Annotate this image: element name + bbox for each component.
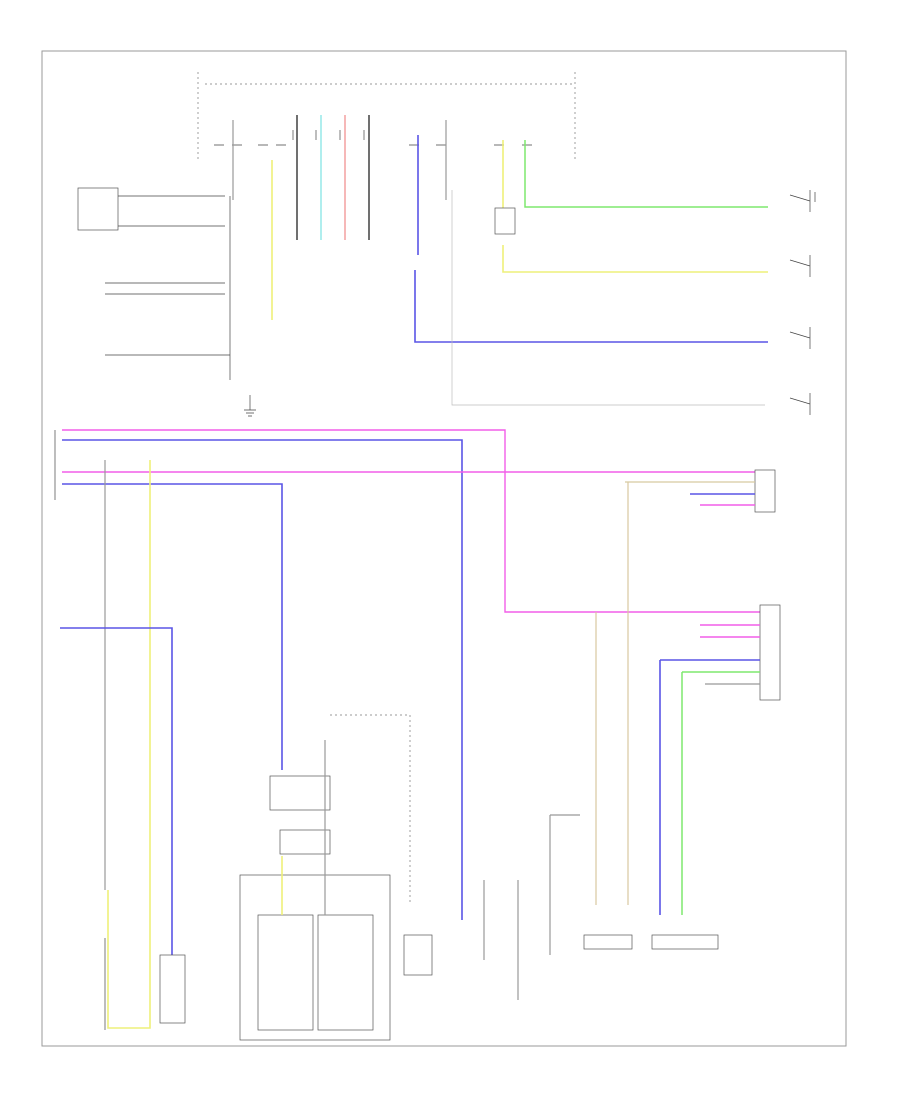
bottom-box-1 bbox=[403, 934, 433, 976]
left-switch-wires bbox=[105, 195, 231, 380]
module-b-box bbox=[759, 604, 781, 701]
wire-thin-gray-right bbox=[451, 190, 765, 406]
wire-blue-left-run bbox=[62, 483, 283, 770]
wire-blue-left-lower bbox=[60, 627, 173, 960]
wire-pink-main-top bbox=[62, 429, 768, 613]
center-module-inner-right bbox=[317, 914, 374, 1031]
connector-box-left bbox=[77, 187, 119, 231]
ground-symbol bbox=[244, 395, 256, 417]
right-switches bbox=[789, 190, 816, 415]
wire-green-top-right bbox=[524, 140, 768, 208]
wire-yellow-left bbox=[107, 460, 151, 1029]
bottom-box-3 bbox=[651, 934, 719, 950]
bottom-box-4 bbox=[159, 954, 186, 1024]
center-module-inner-left bbox=[257, 914, 314, 1031]
bottom-box-2 bbox=[583, 934, 633, 950]
module-a-wires bbox=[625, 481, 755, 905]
wire-blue-right-run bbox=[414, 270, 768, 343]
module-a-box bbox=[754, 469, 776, 513]
top-connector-pins bbox=[214, 130, 532, 146]
center-dashed-box bbox=[330, 714, 411, 905]
bottom-wires bbox=[483, 814, 580, 1000]
center-switch-box bbox=[279, 829, 331, 855]
wire-blue-main bbox=[62, 439, 463, 920]
relay-box bbox=[494, 207, 516, 235]
diagram-frame bbox=[41, 50, 847, 1047]
center-relay-box bbox=[269, 775, 331, 811]
wire-yellow-top-right bbox=[502, 140, 768, 273]
module-b-wires bbox=[595, 612, 760, 915]
